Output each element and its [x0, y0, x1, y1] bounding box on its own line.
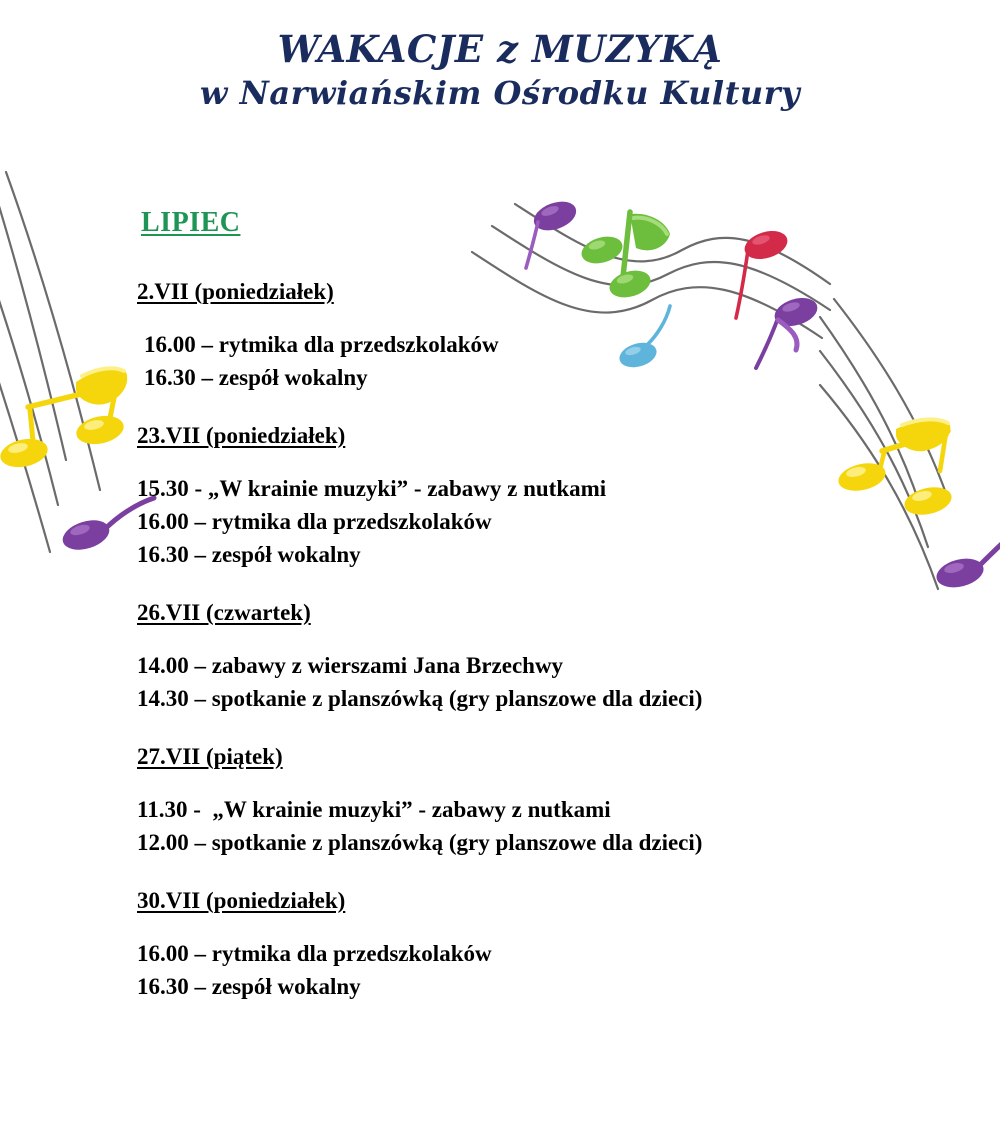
- event-line: 16.30 – zespół wokalny: [137, 974, 361, 999]
- event-line: 12.00 – spotkanie z planszówką (gry plan…: [137, 830, 703, 855]
- day-events: 16.00 – rytmika dla przedszkolaków 16.30…: [137, 937, 937, 1003]
- event-line: 14.00 – zabawy z wierszami Jana Brzechwy: [137, 653, 564, 678]
- day-heading: 26.VII (czwartek): [137, 600, 311, 625]
- day-heading: 23.VII (poniedziałek): [137, 423, 346, 448]
- schedule-day-block: 26.VII (czwartek) 14.00 – zabawy z wiers…: [137, 599, 937, 715]
- day-events: 14.00 – zabawy z wierszami Jana Brzechwy…: [137, 649, 937, 715]
- title-line-secondary: w Narwiańskim Ośrodku Kultury: [199, 74, 801, 112]
- event-line: 15.30 - „W krainie muzyki” - zabawy z nu…: [137, 476, 607, 501]
- day-heading: 30.VII (poniedziałek): [137, 888, 346, 913]
- event-line: 16.00 – rytmika dla przedszkolaków: [144, 332, 499, 357]
- day-events: 16.00 – rytmika dla przedszkolaków 16.30…: [144, 328, 937, 394]
- event-line: 16.00 – rytmika dla przedszkolaków: [137, 941, 492, 966]
- day-heading: 27.VII (piątek): [137, 744, 283, 769]
- event-line: 16.30 – zespół wokalny: [144, 365, 368, 390]
- day-events: 15.30 - „W krainie muzyki” - zabawy z nu…: [137, 472, 937, 571]
- day-events: 11.30 - „W krainie muzyki” - zabawy z nu…: [137, 793, 937, 859]
- schedule-day-block: 30.VII (poniedziałek) 16.00 – rytmika dl…: [137, 887, 937, 1003]
- event-line: 16.30 – zespół wokalny: [137, 542, 361, 567]
- schedule-day-block: 23.VII (poniedziałek) 15.30 - „W krainie…: [137, 422, 937, 571]
- day-heading: 2.VII (poniedziałek): [137, 279, 334, 304]
- schedule-content: LIPIEC 2.VII (poniedziałek) 16.00 – rytm…: [137, 206, 937, 1003]
- month-heading: LIPIEC: [141, 207, 241, 238]
- event-line: 16.00 – rytmika dla przedszkolaków: [137, 509, 492, 534]
- event-line: 11.30 - „W krainie muzyki” - zabawy z nu…: [137, 797, 611, 822]
- schedule-day-block: 27.VII (piątek) 11.30 - „W krainie muzyk…: [137, 743, 937, 859]
- schedule-day-block: 2.VII (poniedziałek) 16.00 – rytmika dla…: [137, 278, 937, 394]
- poster-title: WAKACJE z MUZYKĄ w Narwiańskim Ośrodku K…: [0, 26, 1000, 114]
- title-line-primary: WAKACJE z MUZYKĄ: [277, 27, 723, 71]
- event-line: 14.30 – spotkanie z planszówką (gry plan…: [137, 686, 703, 711]
